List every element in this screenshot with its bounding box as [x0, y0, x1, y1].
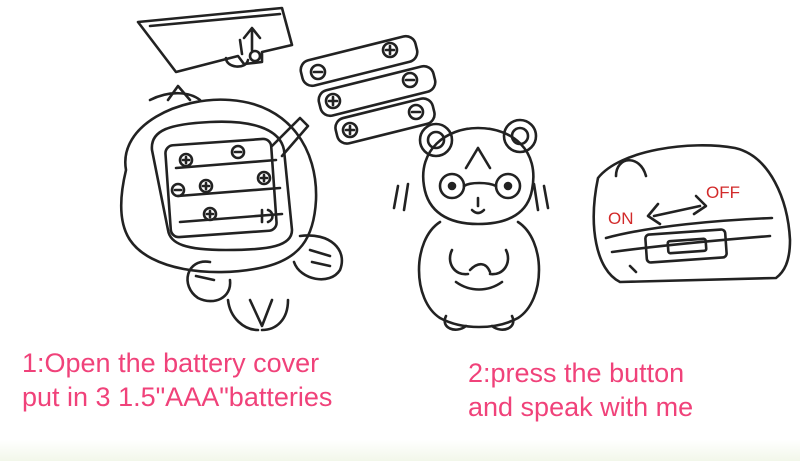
battery-cover-illustration: [136, 6, 294, 74]
aaa-batteries-illustration: [299, 34, 437, 145]
switch-on-label: ON: [608, 209, 634, 228]
step1-line2: put in 3 1.5"AAA"batteries: [22, 382, 333, 412]
switch-closeup-illustration: [592, 144, 792, 284]
bottom-fade: [0, 440, 800, 461]
step2-line1: 2:press the button: [468, 358, 685, 388]
step1-line1: 1:Open the battery cover: [22, 348, 320, 378]
step2-caption: 2:press the button and speak with me: [468, 356, 693, 424]
pet-battery-compartment-illustration: [119, 84, 344, 332]
switch-off-label: OFF: [706, 183, 740, 202]
step2-line2: and speak with me: [468, 392, 694, 422]
hamster-illustration: [392, 118, 550, 331]
step1-caption: 1:Open the battery cover put in 3 1.5"AA…: [22, 346, 332, 414]
